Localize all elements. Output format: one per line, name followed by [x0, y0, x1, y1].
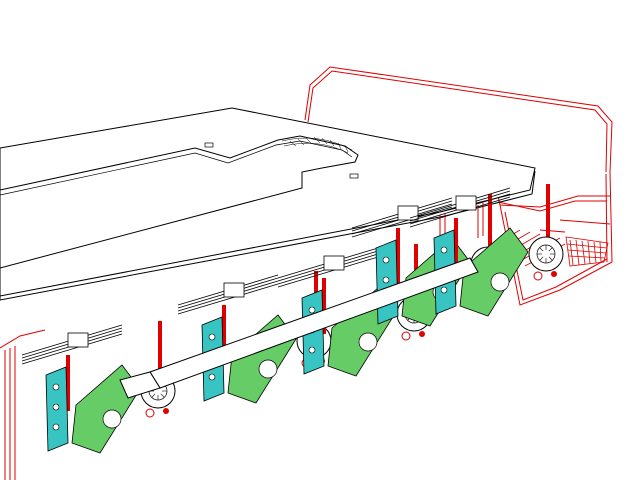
spring-bolt [382, 276, 390, 284]
frame-post [66, 355, 70, 411]
red-bolt [533, 271, 543, 281]
arm-pivot [258, 359, 278, 379]
frame-post [488, 194, 492, 250]
frame-post [396, 228, 400, 284]
leaf-plate [277, 256, 379, 288]
hub-spoke [548, 256, 553, 261]
leaf-plate [21, 333, 123, 365]
red-bolt [419, 331, 425, 337]
arm-pivot [102, 409, 122, 429]
frame-rail [0, 203, 484, 480]
red-bolt [401, 331, 411, 341]
spring-bolt [52, 423, 60, 431]
spring-clamp [67, 332, 89, 348]
spring-bolt [208, 373, 216, 381]
hub-spoke [151, 393, 156, 398]
leaf-plate [409, 196, 511, 228]
deck-lattice [281, 136, 353, 154]
deck-plate [0, 107, 536, 301]
spring-bolt [308, 346, 316, 354]
hub-spoke [548, 247, 553, 252]
frame-post [222, 305, 226, 361]
spring-bolt [308, 306, 316, 314]
hub-spoke [160, 393, 165, 398]
spring-clamp [455, 195, 477, 211]
connecting-beam [119, 257, 479, 399]
hub-spoke [539, 256, 544, 261]
arm-pivot [490, 272, 510, 292]
arm-pivot [358, 332, 378, 352]
leaf-plate [351, 206, 453, 238]
rear-grille [565, 236, 609, 267]
axle-5 [409, 184, 564, 317]
frame-post [158, 321, 162, 377]
spring-bolt [440, 286, 448, 294]
spring-bolt [208, 333, 216, 341]
leaf-plate [177, 283, 279, 315]
frame-post [546, 184, 550, 240]
spring-clamp [397, 205, 419, 221]
red-bolt [551, 271, 557, 277]
red-bolt [145, 408, 155, 418]
spring-clamp [323, 255, 345, 271]
hub-spoke [539, 247, 544, 252]
red-bolt [163, 408, 169, 414]
spring-bolt [52, 383, 60, 391]
spring-bolt [382, 256, 390, 264]
frame-post [322, 278, 326, 334]
spring-clamp [223, 282, 245, 298]
spring-bolt [440, 246, 448, 254]
frame-post [454, 218, 458, 274]
spring-bolt [52, 403, 60, 411]
